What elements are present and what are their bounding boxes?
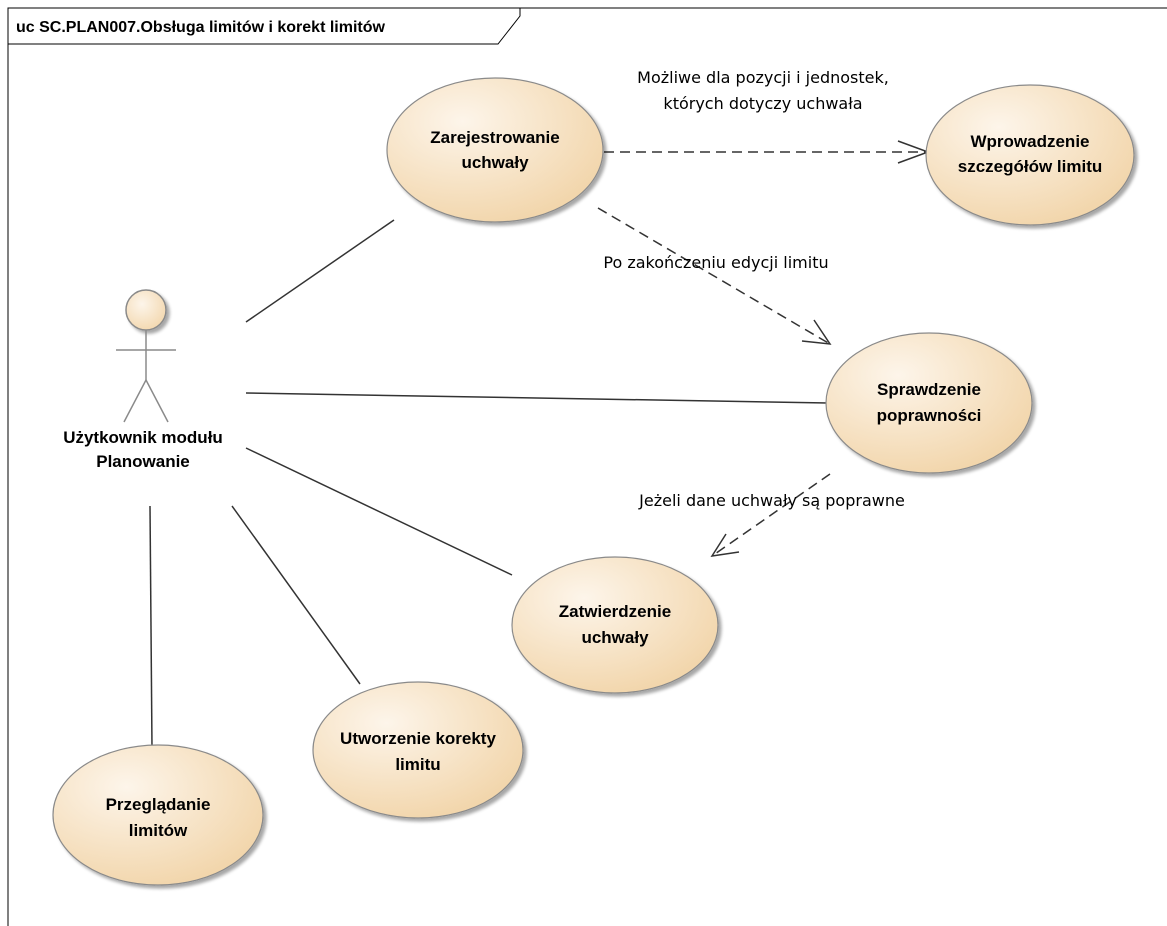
use-case-zatwierdzenie[interactable]: Zatwierdzenie uchwały: [511, 556, 719, 694]
use-case-zatwierdzenie-shape: [511, 556, 719, 694]
frame-title-tab: [7, 7, 521, 45]
association-sprawdzenie: [245, 392, 829, 404]
use-case-sprawdzenie[interactable]: Sprawdzenie poprawności: [825, 332, 1033, 474]
arrowhead-sprawdzenie: [801, 319, 832, 345]
use-case-wprowadzenie[interactable]: Wprowadzenie szczegółów limitu: [925, 84, 1135, 226]
use-case-przegladanie[interactable]: Przeglądanie limitów: [52, 744, 264, 886]
actor-label-line2: Planowanie: [96, 452, 190, 471]
diagram-frame: uc SC.PLAN007.Obsługa limitów i korekt l…: [7, 7, 1167, 926]
use-case-sprawdzenie-shape: [825, 332, 1033, 474]
note-mozliwe-line2: których dotyczy uchwała: [663, 94, 862, 113]
use-case-zarejestrowanie-line1: Zarejestrowanie: [430, 128, 559, 147]
use-case-przegladanie-shape: [52, 744, 264, 886]
association-zatwierdzenie: [245, 447, 513, 576]
use-case-utworzenie-shape: [312, 681, 524, 819]
association-przegladanie: [149, 505, 153, 749]
use-case-sprawdzenie-line1: Sprawdzenie: [877, 380, 981, 399]
dependency-to-zatwierdzenie: [711, 473, 831, 557]
use-case-przegladanie-line2: limitów: [129, 821, 188, 840]
note-po-zakonczeniu: Po zakończeniu edycji limitu: [603, 253, 828, 272]
use-case-zarejestrowanie[interactable]: Zarejestrowanie uchwały: [386, 77, 604, 223]
note-mozliwe-line1: Możliwe dla pozycji i jednostek,: [637, 68, 889, 87]
dependencies: [597, 140, 931, 557]
use-case-zarejestrowanie-shape: [386, 77, 604, 223]
frame-title: uc SC.PLAN007.Obsługa limitów i korekt l…: [16, 19, 386, 36]
actor-uzytkownik[interactable]: Użytkownik modułu Planowanie: [63, 289, 223, 471]
use-case-utworzenie[interactable]: Utworzenie korekty limitu: [312, 681, 524, 819]
use-case-zatwierdzenie-line1: Zatwierdzenie: [559, 602, 671, 621]
association-utworzenie: [231, 505, 361, 685]
dependency-to-sprawdzenie: [597, 207, 831, 345]
actor-label-line1: Użytkownik modułu: [63, 428, 223, 447]
use-case-wprowadzenie-shape: [925, 84, 1135, 226]
use-case-wprowadzenie-line2: szczegółów limitu: [958, 157, 1103, 176]
actor-body-icon: [116, 330, 176, 423]
use-case-utworzenie-line2: limitu: [395, 755, 440, 774]
use-case-wprowadzenie-line1: Wprowadzenie: [970, 132, 1089, 151]
associations: [149, 219, 829, 749]
use-case-przegladanie-line1: Przeglądanie: [106, 795, 211, 814]
dependency-notes: Możliwe dla pozycji i jednostek, których…: [603, 68, 904, 510]
use-case-zatwierdzenie-line2: uchwały: [581, 628, 649, 647]
use-case-zarejestrowanie-line2: uchwały: [461, 153, 529, 172]
arrowhead-zatwierdzenie: [710, 533, 740, 557]
actor-head-icon: [125, 289, 167, 331]
association-zarejestrowanie: [245, 219, 395, 323]
use-case-utworzenie-line1: Utworzenie korekty: [340, 729, 496, 748]
note-jezeli: Jeżeli dane uchwały są poprawne: [638, 491, 905, 510]
use-case-sprawdzenie-line2: poprawności: [877, 406, 982, 425]
